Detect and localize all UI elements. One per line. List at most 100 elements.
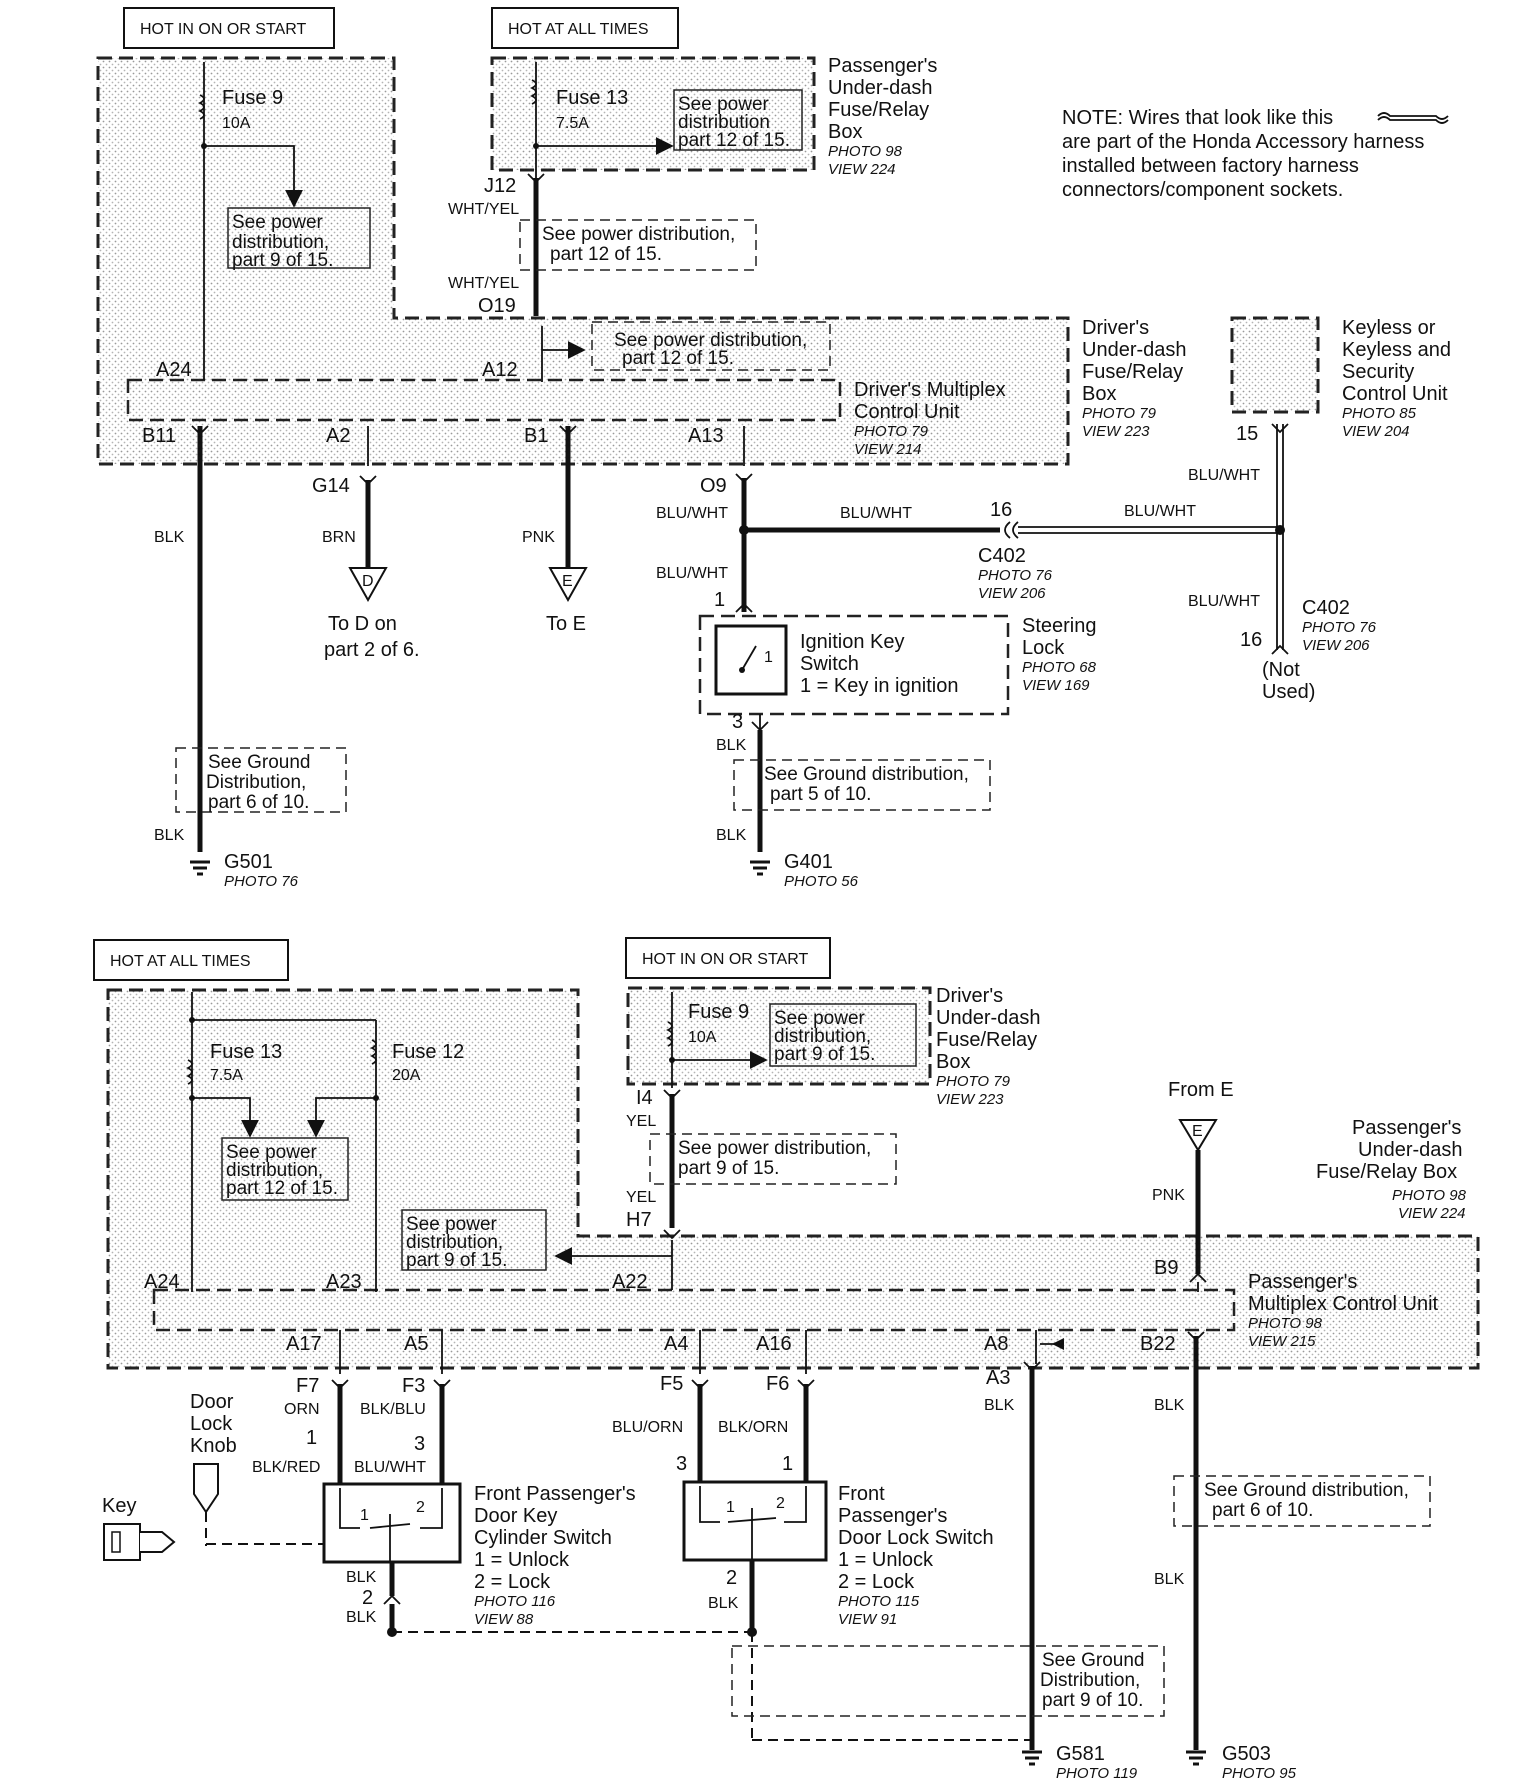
svg-text:distribution: distribution [678, 112, 770, 133]
accessory-wire-sample [1377, 112, 1449, 120]
svg-text:7.5A: 7.5A [210, 1067, 243, 1084]
svg-text:2: 2 [726, 1567, 737, 1589]
svg-text:G14: G14 [312, 475, 350, 497]
svg-text:16: 16 [1240, 629, 1262, 651]
svg-text:Switch: Switch [800, 653, 859, 675]
svg-text:B9: B9 [1154, 1257, 1178, 1279]
svg-text:H7: H7 [626, 1209, 652, 1231]
door-key-cylinder-switch [322, 1482, 462, 1564]
svg-text:BLK: BLK [984, 1397, 1015, 1414]
svg-text:part 9 of 15.: part 9 of 15. [678, 1158, 779, 1179]
svg-text:PHOTO 79: PHOTO 79 [1082, 405, 1157, 422]
ground-g501-icon [190, 860, 210, 876]
header-hot-on-start-bottom [625, 937, 831, 979]
svg-text:Used): Used) [1262, 681, 1315, 703]
svg-text:1: 1 [726, 1499, 735, 1516]
svg-text:BLK: BLK [1154, 1571, 1185, 1588]
svg-text:BLK: BLK [154, 529, 185, 546]
svg-text:HOT IN ON OR START: HOT IN ON OR START [642, 951, 808, 968]
svg-text:A16: A16 [756, 1333, 792, 1355]
svg-text:distribution,: distribution, [774, 1026, 871, 1047]
svg-text:Fuse/Relay: Fuse/Relay [828, 99, 929, 121]
note-line-4: connectors/component sockets. [1062, 179, 1343, 201]
svg-text:WHT/YEL: WHT/YEL [448, 275, 519, 292]
note-line-3: installed between factory harness [1062, 155, 1359, 177]
fuse-9-amp: 10A [222, 115, 251, 132]
svg-text:distribution,: distribution, [406, 1232, 503, 1253]
svg-text:Door Key: Door Key [474, 1505, 557, 1527]
svg-text:PHOTO 95: PHOTO 95 [1222, 1765, 1297, 1782]
svg-text:A5: A5 [404, 1333, 428, 1355]
svg-text:PHOTO 76: PHOTO 76 [1302, 619, 1377, 636]
see-pd-12-bottom-l1: See power [226, 1142, 318, 1163]
svg-text:D: D [362, 573, 374, 590]
keyless-l1: Keyless or [1342, 317, 1436, 339]
svg-text:part 12 of 15.: part 12 of 15. [678, 130, 790, 151]
svg-text:A13: A13 [688, 425, 724, 447]
svg-text:Lock: Lock [190, 1413, 233, 1435]
svg-text:HOT AT ALL TIMES: HOT AT ALL TIMES [508, 21, 649, 38]
svg-text:VIEW 91: VIEW 91 [838, 1611, 897, 1628]
svg-text:F7: F7 [296, 1375, 319, 1397]
svg-text:VIEW 214: VIEW 214 [854, 441, 922, 458]
svg-text:part 9 of 15.: part 9 of 15. [232, 250, 333, 271]
svg-text:BLU/WHT: BLU/WHT [840, 505, 912, 522]
see-pd-9-bottom-a-l1: See power [774, 1008, 866, 1029]
door-lock-switch [682, 1480, 828, 1562]
fuse-12-icon [369, 1039, 377, 1065]
svg-text:BLU/WHT: BLU/WHT [656, 505, 728, 522]
svg-text:16: 16 [990, 499, 1012, 521]
svg-text:PHOTO 98: PHOTO 98 [1392, 1187, 1467, 1204]
steering-lock-l1: Steering [1022, 615, 1097, 637]
see-pd-12-c-l1: See power distribution, [614, 330, 807, 351]
svg-text:PHOTO 68: PHOTO 68 [1022, 659, 1097, 676]
svg-text:BLK: BLK [716, 827, 747, 844]
fuse-13-icon [529, 79, 537, 105]
svg-text:Distribution,: Distribution, [206, 772, 306, 793]
svg-text:2: 2 [416, 1499, 425, 1516]
svg-text:G401: G401 [784, 851, 833, 873]
svg-text:Box: Box [828, 121, 862, 143]
svg-text:A2: A2 [326, 425, 350, 447]
connector-e-icon [548, 567, 588, 603]
note-line-2: are part of the Honda Accessory harness [1062, 131, 1424, 153]
pass-box-bottom-l1: Passenger's [1352, 1117, 1461, 1139]
svg-text:part 2 of 6.: part 2 of 6. [324, 639, 420, 661]
svg-text:PHOTO 79: PHOTO 79 [936, 1073, 1011, 1090]
svg-text:1: 1 [764, 649, 773, 666]
svg-text:BLU/ORN: BLU/ORN [612, 1419, 683, 1436]
svg-text:PHOTO 98: PHOTO 98 [1248, 1315, 1323, 1332]
mcu-top-l1: Driver's Multiplex [854, 379, 1006, 401]
svg-text:VIEW 223: VIEW 223 [1082, 423, 1150, 440]
svg-text:2: 2 [776, 1495, 785, 1512]
svg-text:2 = Lock: 2 = Lock [838, 1571, 915, 1593]
svg-text:G501: G501 [224, 851, 273, 873]
svg-text:To E: To E [546, 613, 586, 635]
svg-text:Multiplex Control Unit: Multiplex Control Unit [1248, 1293, 1439, 1315]
svg-text:G581: G581 [1056, 1743, 1105, 1765]
svg-text:Control Unit: Control Unit [854, 401, 960, 423]
svg-text:Fuse 9: Fuse 9 [688, 1001, 749, 1023]
svg-text:Fuse/Relay: Fuse/Relay [936, 1029, 1037, 1051]
svg-text:B22: B22 [1140, 1333, 1176, 1355]
see-pd-9-bottom-c-l1: See power distribution, [678, 1138, 871, 1159]
svg-text:From E: From E [1168, 1079, 1234, 1101]
svg-text:YEL: YEL [626, 1113, 656, 1130]
svg-text:PHOTO 79: PHOTO 79 [854, 423, 929, 440]
key-icon [103, 1523, 176, 1561]
svg-text:1 = Key in ignition: 1 = Key in ignition [800, 675, 958, 697]
fuse-9-label: Fuse 9 [222, 87, 283, 109]
svg-text:Lock: Lock [1022, 637, 1065, 659]
svg-text:A8: A8 [984, 1333, 1008, 1355]
fuse-13-label: Fuse 13 [556, 87, 628, 109]
svg-text:YEL: YEL [626, 1189, 656, 1206]
svg-text:1 = Unlock: 1 = Unlock [838, 1549, 934, 1571]
svg-text:BLU/WHT: BLU/WHT [1124, 503, 1196, 520]
svg-text:PHOTO 116: PHOTO 116 [474, 1593, 556, 1610]
lock-switch-l1: Front [838, 1483, 885, 1505]
svg-text:Box: Box [936, 1051, 970, 1073]
svg-text:Fuse/Relay Box: Fuse/Relay Box [1316, 1161, 1457, 1183]
svg-text:VIEW 169: VIEW 169 [1022, 677, 1090, 694]
svg-text:VIEW 224: VIEW 224 [1398, 1205, 1466, 1222]
